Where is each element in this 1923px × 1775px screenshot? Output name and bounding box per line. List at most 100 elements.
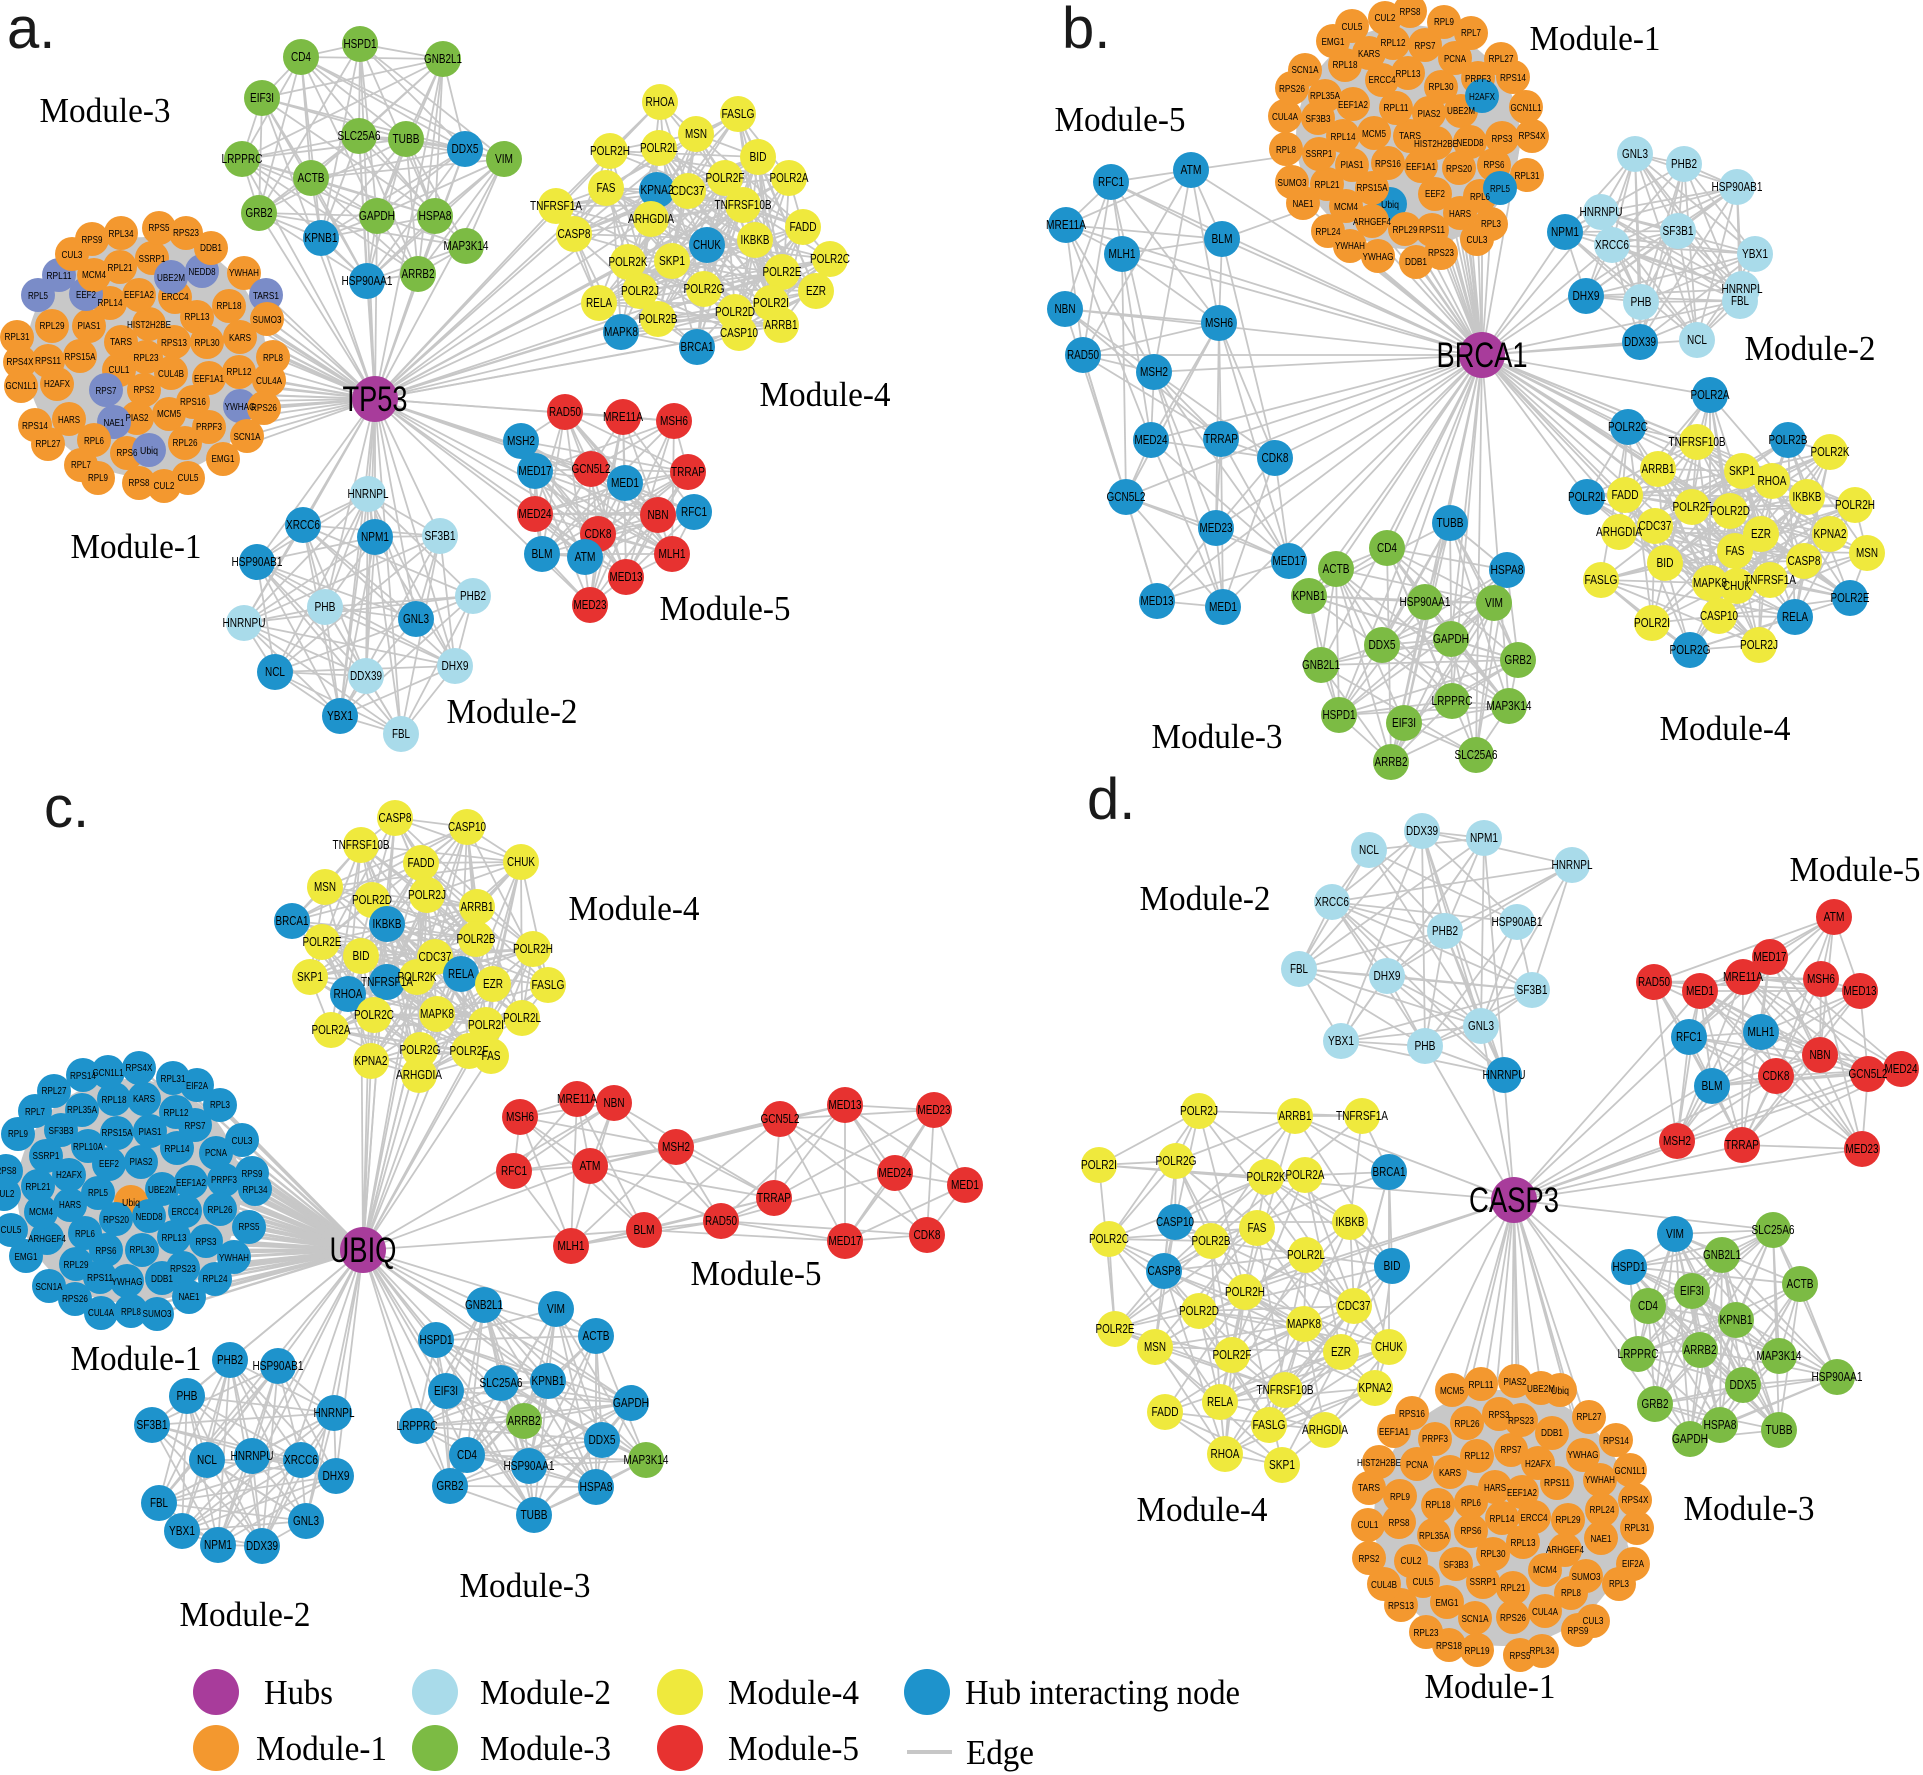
svg-text:HNRNPU: HNRNPU [1483,1067,1526,1082]
svg-text:RHOA: RHOA [1758,473,1787,488]
svg-text:EZR: EZR [483,976,503,991]
svg-text:RPS9: RPS9 [1568,1625,1589,1637]
svg-text:PIAS1: PIAS1 [139,1126,162,1138]
svg-text:GNB2L1: GNB2L1 [424,51,462,66]
svg-text:HSP90AA1: HSP90AA1 [1400,594,1451,609]
svg-text:XRCC6: XRCC6 [1595,237,1629,252]
svg-text:BRCA1: BRCA1 [681,339,714,354]
svg-text:CUL4A: CUL4A [88,1307,114,1319]
svg-text:RPS6: RPS6 [96,1245,117,1257]
svg-text:RPS23: RPS23 [173,227,199,239]
svg-text:EZR: EZR [1331,1344,1351,1359]
svg-text:PRPF3: PRPF3 [211,1174,237,1186]
svg-text:NBN: NBN [648,507,669,522]
svg-text:EZR: EZR [1751,526,1771,541]
svg-text:RPL13: RPL13 [162,1232,187,1244]
svg-text:RPS20: RPS20 [103,1214,129,1226]
svg-text:MRE11A: MRE11A [557,1091,597,1106]
svg-text:MCM5: MCM5 [1440,1385,1464,1397]
svg-text:ARRB2: ARRB2 [1684,1342,1717,1357]
svg-text:PIAS1: PIAS1 [78,320,101,332]
svg-text:CHUK: CHUK [1723,578,1751,593]
svg-text:MAP3K14: MAP3K14 [624,1452,669,1467]
svg-text:RPL12: RPL12 [1381,37,1406,49]
svg-text:EEF1A1: EEF1A1 [194,373,224,385]
svg-text:UBE2M: UBE2M [1447,105,1475,117]
svg-text:DDX5: DDX5 [589,1432,616,1447]
svg-text:RAD50: RAD50 [549,404,581,419]
svg-text:HSPA8: HSPA8 [419,208,452,223]
svg-text:MCM4: MCM4 [82,269,106,281]
svg-text:RPL14: RPL14 [165,1143,190,1155]
svg-text:Module-5: Module-5 [728,1729,859,1768]
svg-text:TUBB: TUBB [393,131,420,146]
svg-text:RPS9: RPS9 [82,234,103,246]
svg-text:SCN1A: SCN1A [234,431,261,443]
svg-text:DDX5: DDX5 [452,141,479,156]
svg-text:PIAS2: PIAS2 [126,412,149,424]
svg-text:RPL24: RPL24 [1590,1504,1615,1516]
svg-text:RPL5: RPL5 [28,290,48,302]
svg-text:BLM: BLM [1212,231,1233,246]
svg-text:GAPDH: GAPDH [1672,1431,1708,1446]
svg-text:RPL18: RPL18 [102,1094,127,1106]
svg-text:RFC1: RFC1 [501,1163,527,1178]
svg-text:MED13: MED13 [610,569,643,584]
svg-text:EEF1A2: EEF1A2 [124,289,154,301]
svg-text:GCN5L2: GCN5L2 [1849,1066,1888,1081]
svg-text:RPS15A: RPS15A [102,1127,133,1139]
svg-text:MRE11A: MRE11A [1046,217,1086,232]
svg-text:SUMO3: SUMO3 [1278,177,1307,189]
svg-text:CUL3: CUL3 [1583,1615,1604,1627]
svg-text:RPS20: RPS20 [1446,163,1472,175]
svg-text:NBN: NBN [1810,1047,1831,1062]
svg-text:NPM1: NPM1 [204,1537,232,1552]
svg-text:GRB2: GRB2 [1642,1396,1669,1411]
svg-text:TRRAP: TRRAP [757,1190,791,1205]
svg-text:POLR2A: POLR2A [1691,387,1730,402]
svg-text:FADD: FADD [1152,1404,1179,1419]
svg-text:RPS13: RPS13 [161,337,187,349]
svg-text:TNFRSF1A: TNFRSF1A [530,198,582,213]
svg-text:GNL3: GNL3 [1622,146,1648,161]
svg-text:KARS: KARS [229,332,251,344]
svg-text:NAE1: NAE1 [104,417,125,429]
svg-text:RPS2: RPS2 [1359,1553,1380,1565]
svg-text:PHB2: PHB2 [1432,923,1458,938]
svg-text:GCN5L2: GCN5L2 [572,461,611,476]
svg-text:RAD50: RAD50 [1067,347,1099,362]
svg-text:GCN1L1: GCN1L1 [1511,102,1542,114]
svg-text:POLR2I: POLR2I [468,1017,504,1032]
svg-text:SCN1A: SCN1A [36,1281,63,1293]
svg-text:MLH1: MLH1 [558,1238,585,1253]
svg-text:GNB2L1: GNB2L1 [465,1297,503,1312]
svg-text:POLR2G: POLR2G [1156,1153,1197,1168]
svg-text:RPS4X: RPS4X [1519,130,1546,142]
svg-text:RPL8: RPL8 [1276,144,1296,156]
svg-text:RAD50: RAD50 [1638,974,1670,989]
svg-text:RHOA: RHOA [646,94,675,109]
svg-text:FADD: FADD [408,855,435,870]
svg-text:RPS7: RPS7 [185,1120,206,1132]
svg-text:RPS4X: RPS4X [7,356,34,368]
svg-text:POLR2A: POLR2A [770,170,809,185]
svg-text:HSP90AA1: HSP90AA1 [504,1458,555,1473]
svg-text:ACTB: ACTB [298,170,325,185]
svg-text:MAPK8: MAPK8 [604,324,638,339]
svg-text:RPL21: RPL21 [26,1181,51,1193]
svg-text:HNRNPU: HNRNPU [223,615,266,630]
svg-text:NPM1: NPM1 [1470,830,1498,845]
svg-text:RPS11: RPS11 [35,355,61,367]
svg-text:c.: c. [44,775,89,840]
svg-text:HNRNPU: HNRNPU [231,1448,274,1463]
svg-text:GAPDH: GAPDH [613,1395,649,1410]
svg-text:SCN1A: SCN1A [1292,64,1319,76]
svg-text:IKBKB: IKBKB [373,916,402,931]
svg-text:PIAS1: PIAS1 [1341,159,1364,171]
svg-text:RPS8: RPS8 [1389,1517,1410,1529]
svg-text:KPNB1: KPNB1 [305,230,338,245]
svg-text:CUL2: CUL2 [1401,1555,1422,1567]
svg-text:MSH2: MSH2 [507,433,535,448]
svg-text:XRCC6: XRCC6 [284,1452,318,1467]
svg-text:EMG1: EMG1 [212,453,235,465]
